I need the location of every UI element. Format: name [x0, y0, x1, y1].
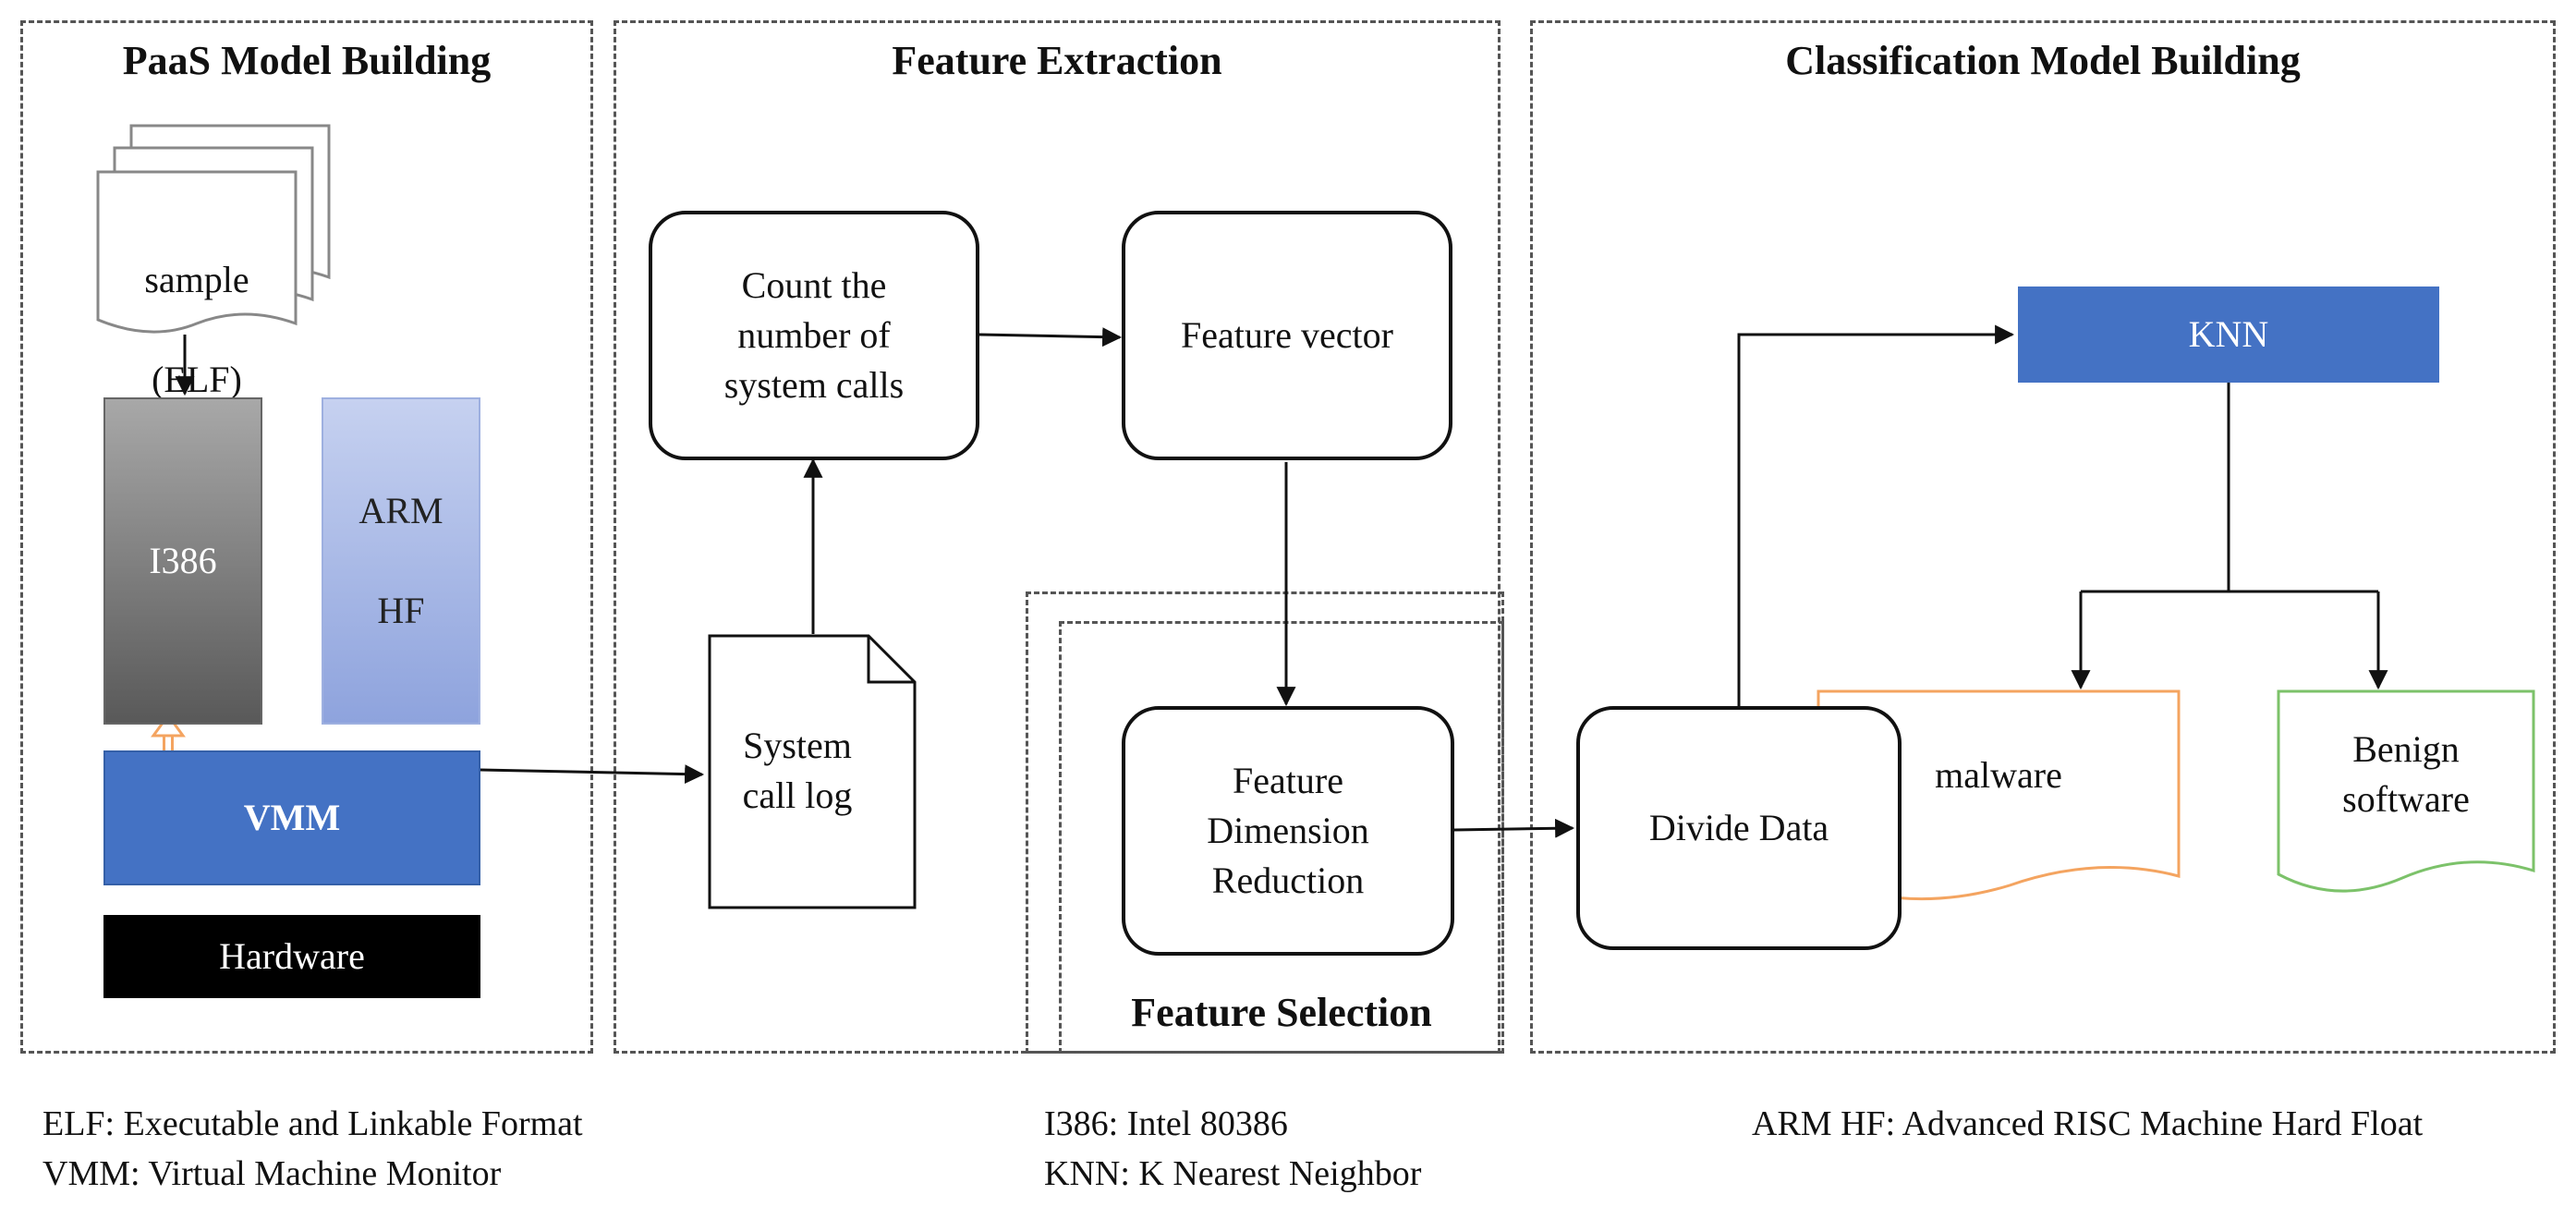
paas-section [20, 20, 593, 1054]
count-system-calls-box: Count the number of system calls [649, 211, 979, 460]
vmm-label: VMM [243, 797, 341, 838]
sample-label-line1: sample [144, 259, 249, 300]
reduction-to-divide-arrow [1453, 818, 1575, 838]
feature-selection-inner-frame [1059, 621, 1504, 1054]
sample-label: sample (ELF) [98, 205, 296, 455]
legend-elf: ELF: Executable and Linkable Format [43, 1104, 583, 1143]
system-call-log-label: System call log [742, 725, 853, 816]
benign-document-icon [2277, 689, 2535, 893]
sample-label-line2: (ELF) [152, 359, 242, 400]
i386-platform-box: I386 [103, 397, 262, 725]
divide-to-knn-arrow [1737, 324, 2015, 706]
i386-label: I386 [149, 540, 217, 581]
hardware-box: Hardware [103, 915, 480, 998]
arm-label-line1: ARM [358, 490, 444, 531]
malware-label: malware [1935, 754, 2062, 796]
hardware-label: Hardware [219, 935, 365, 977]
feature-dimension-reduction-box: Feature Dimension Reduction [1122, 706, 1454, 956]
feature-selection-title: Feature Selection [1131, 990, 1432, 1035]
sample-document-stack-icon [96, 124, 331, 334]
feature-extraction-title: Feature Extraction [892, 38, 1222, 83]
classification-title: Classification Model Building [1785, 38, 2301, 83]
paas-section-title: PaaS Model Building [122, 38, 492, 83]
vmm-box: VMM [103, 750, 480, 885]
feature-vector-box: Feature vector [1122, 211, 1452, 460]
system-call-log-document-icon [708, 634, 917, 909]
count-to-vector-arrow [978, 327, 1123, 347]
arm-label-line2: HF [377, 590, 425, 631]
legend-i386: I386: Intel 80386 [1044, 1104, 1288, 1143]
arm-hf-platform-box: ARM HF [322, 397, 480, 725]
classification-section [1530, 20, 2556, 1054]
knn-label: KNN [2188, 313, 2269, 355]
knn-box: KNN [2018, 287, 2439, 383]
benign-software-label: Benign software [2342, 728, 2470, 820]
legend-vmm: VMM: Virtual Machine Monitor [43, 1154, 502, 1193]
legend-knn: KNN: K Nearest Neighbor [1044, 1154, 1422, 1193]
legend-arm: ARM HF: Advanced RISC Machine Hard Float [1752, 1104, 2424, 1143]
divide-data-box: Divide Data [1576, 706, 1902, 950]
